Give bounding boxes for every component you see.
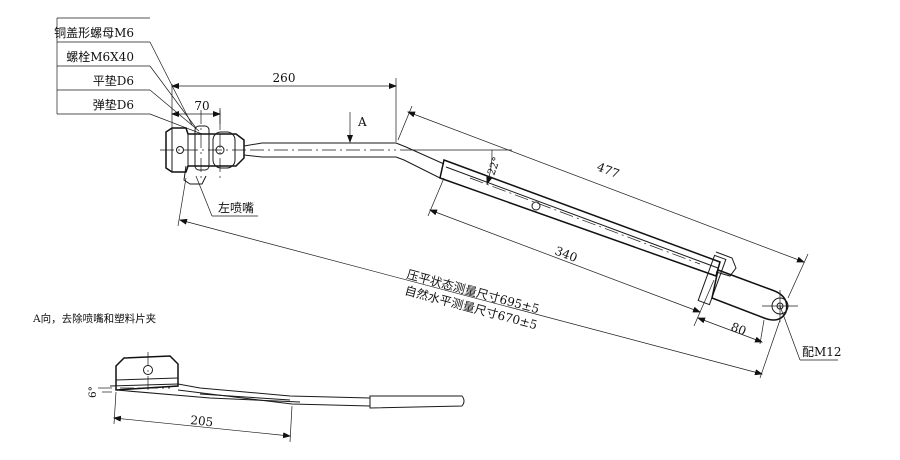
label-bolt: 螺栓M6X40 xyxy=(66,49,134,64)
label-fitting-m12: 配M12 xyxy=(802,345,842,359)
parts-list-table: 铜盖形螺母M6 螺栓M6X40 平垫D6 弹垫D6 xyxy=(54,17,203,135)
label-flat-washer: 平垫D6 xyxy=(93,73,134,88)
dim-477: 477 xyxy=(595,160,621,181)
dim-260: 260 xyxy=(273,71,296,85)
dim-340: 340 xyxy=(553,244,579,265)
label-left-nozzle: 左喷嘴 xyxy=(218,200,254,215)
dim-angle-6: 6° xyxy=(87,386,99,398)
view-a-marker: A xyxy=(357,115,367,129)
dim-angle-22: 22° xyxy=(486,155,504,177)
dim-70: 70 xyxy=(194,99,209,113)
label-cap-nut: 铜盖形螺母M6 xyxy=(54,25,134,40)
view-a-note: A向，去除喷嘴和塑料片夹 xyxy=(32,312,156,325)
label-spring-washer: 弹垫D6 xyxy=(93,97,134,112)
wiper-arm-view-a: 6° 205 xyxy=(87,352,465,443)
dim-205: 205 xyxy=(190,413,214,429)
dimensions-main-view: 260 70 A 22° 477 340 80 压平状态测量尺寸695±5 自然… xyxy=(171,71,842,379)
